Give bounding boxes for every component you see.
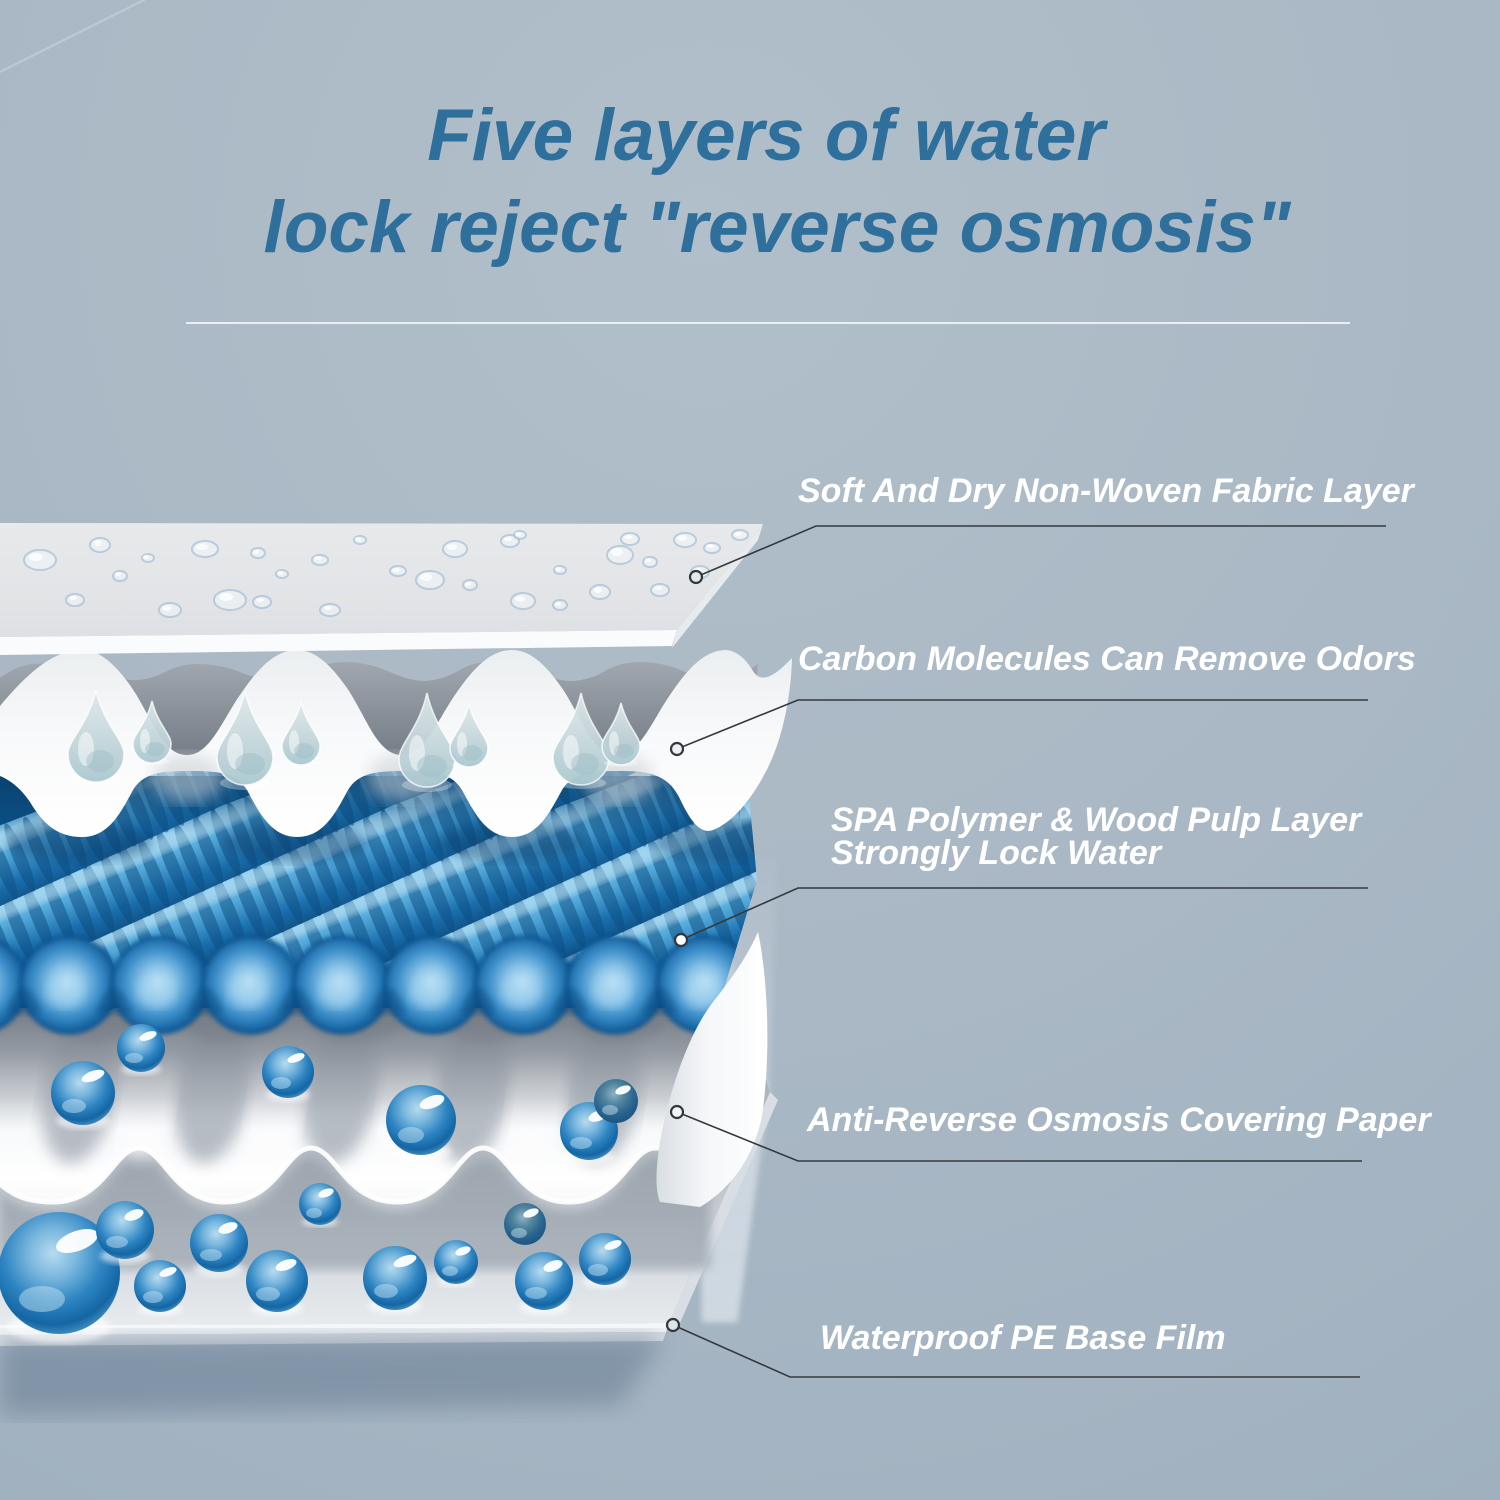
svg-text:lock reject "reverse osmosis": lock reject "reverse osmosis" (264, 187, 1292, 268)
svg-text:Waterproof PE Base Film: Waterproof PE Base Film (820, 1319, 1226, 1357)
svg-text:Anti-Reverse Osmosis Covering: Anti-Reverse Osmosis Covering Paper (806, 1101, 1432, 1139)
svg-text:Carbon Molecules Can Remove Od: Carbon Molecules Can Remove Odors (798, 640, 1416, 678)
svg-text:Five layers of water: Five layers of water (427, 95, 1108, 176)
svg-text:Strongly Lock Water: Strongly Lock Water (831, 834, 1163, 872)
svg-text:SPA Polymer & Wood Pulp Layer: SPA Polymer & Wood Pulp Layer (831, 801, 1363, 839)
svg-text:Soft And Dry Non-Woven Fabric: Soft And Dry Non-Woven Fabric Layer (798, 472, 1416, 510)
